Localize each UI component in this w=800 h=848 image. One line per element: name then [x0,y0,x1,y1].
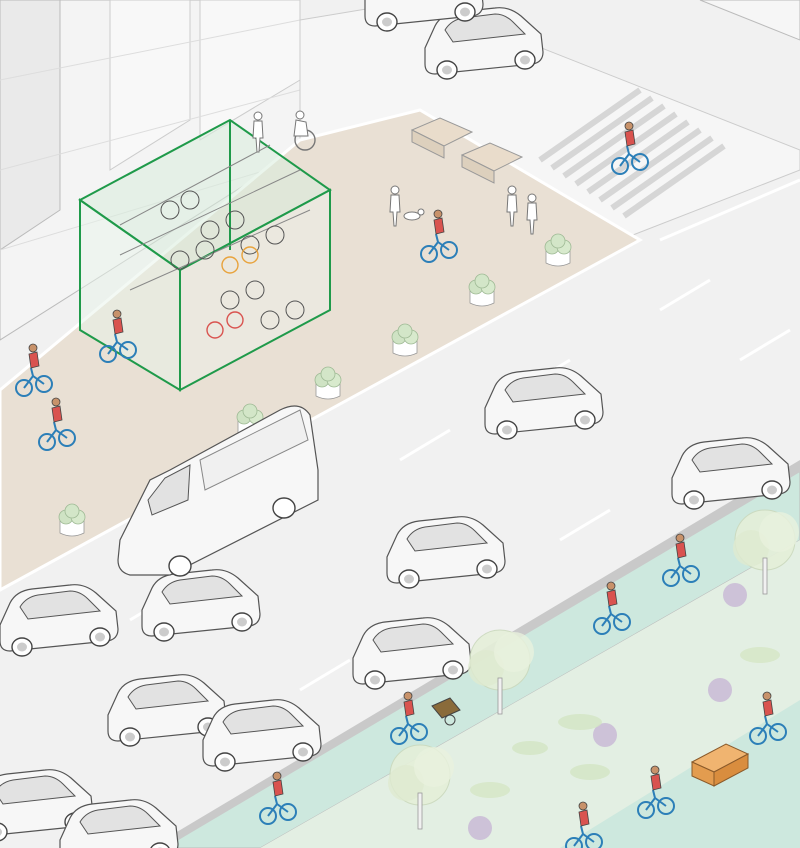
dog-icon [403,208,425,221]
second-bike-lane [560,700,800,848]
lavender-shrubs [468,583,747,840]
van-icon [117,405,319,577]
median-shrubs [470,647,780,798]
crosswalk [538,87,726,219]
wheelchair-icon [293,110,316,151]
bike-trailer-icon [431,697,461,726]
bike-shelter [78,118,332,392]
corner-building [699,0,800,41]
cargo-bike-icon [690,743,750,787]
